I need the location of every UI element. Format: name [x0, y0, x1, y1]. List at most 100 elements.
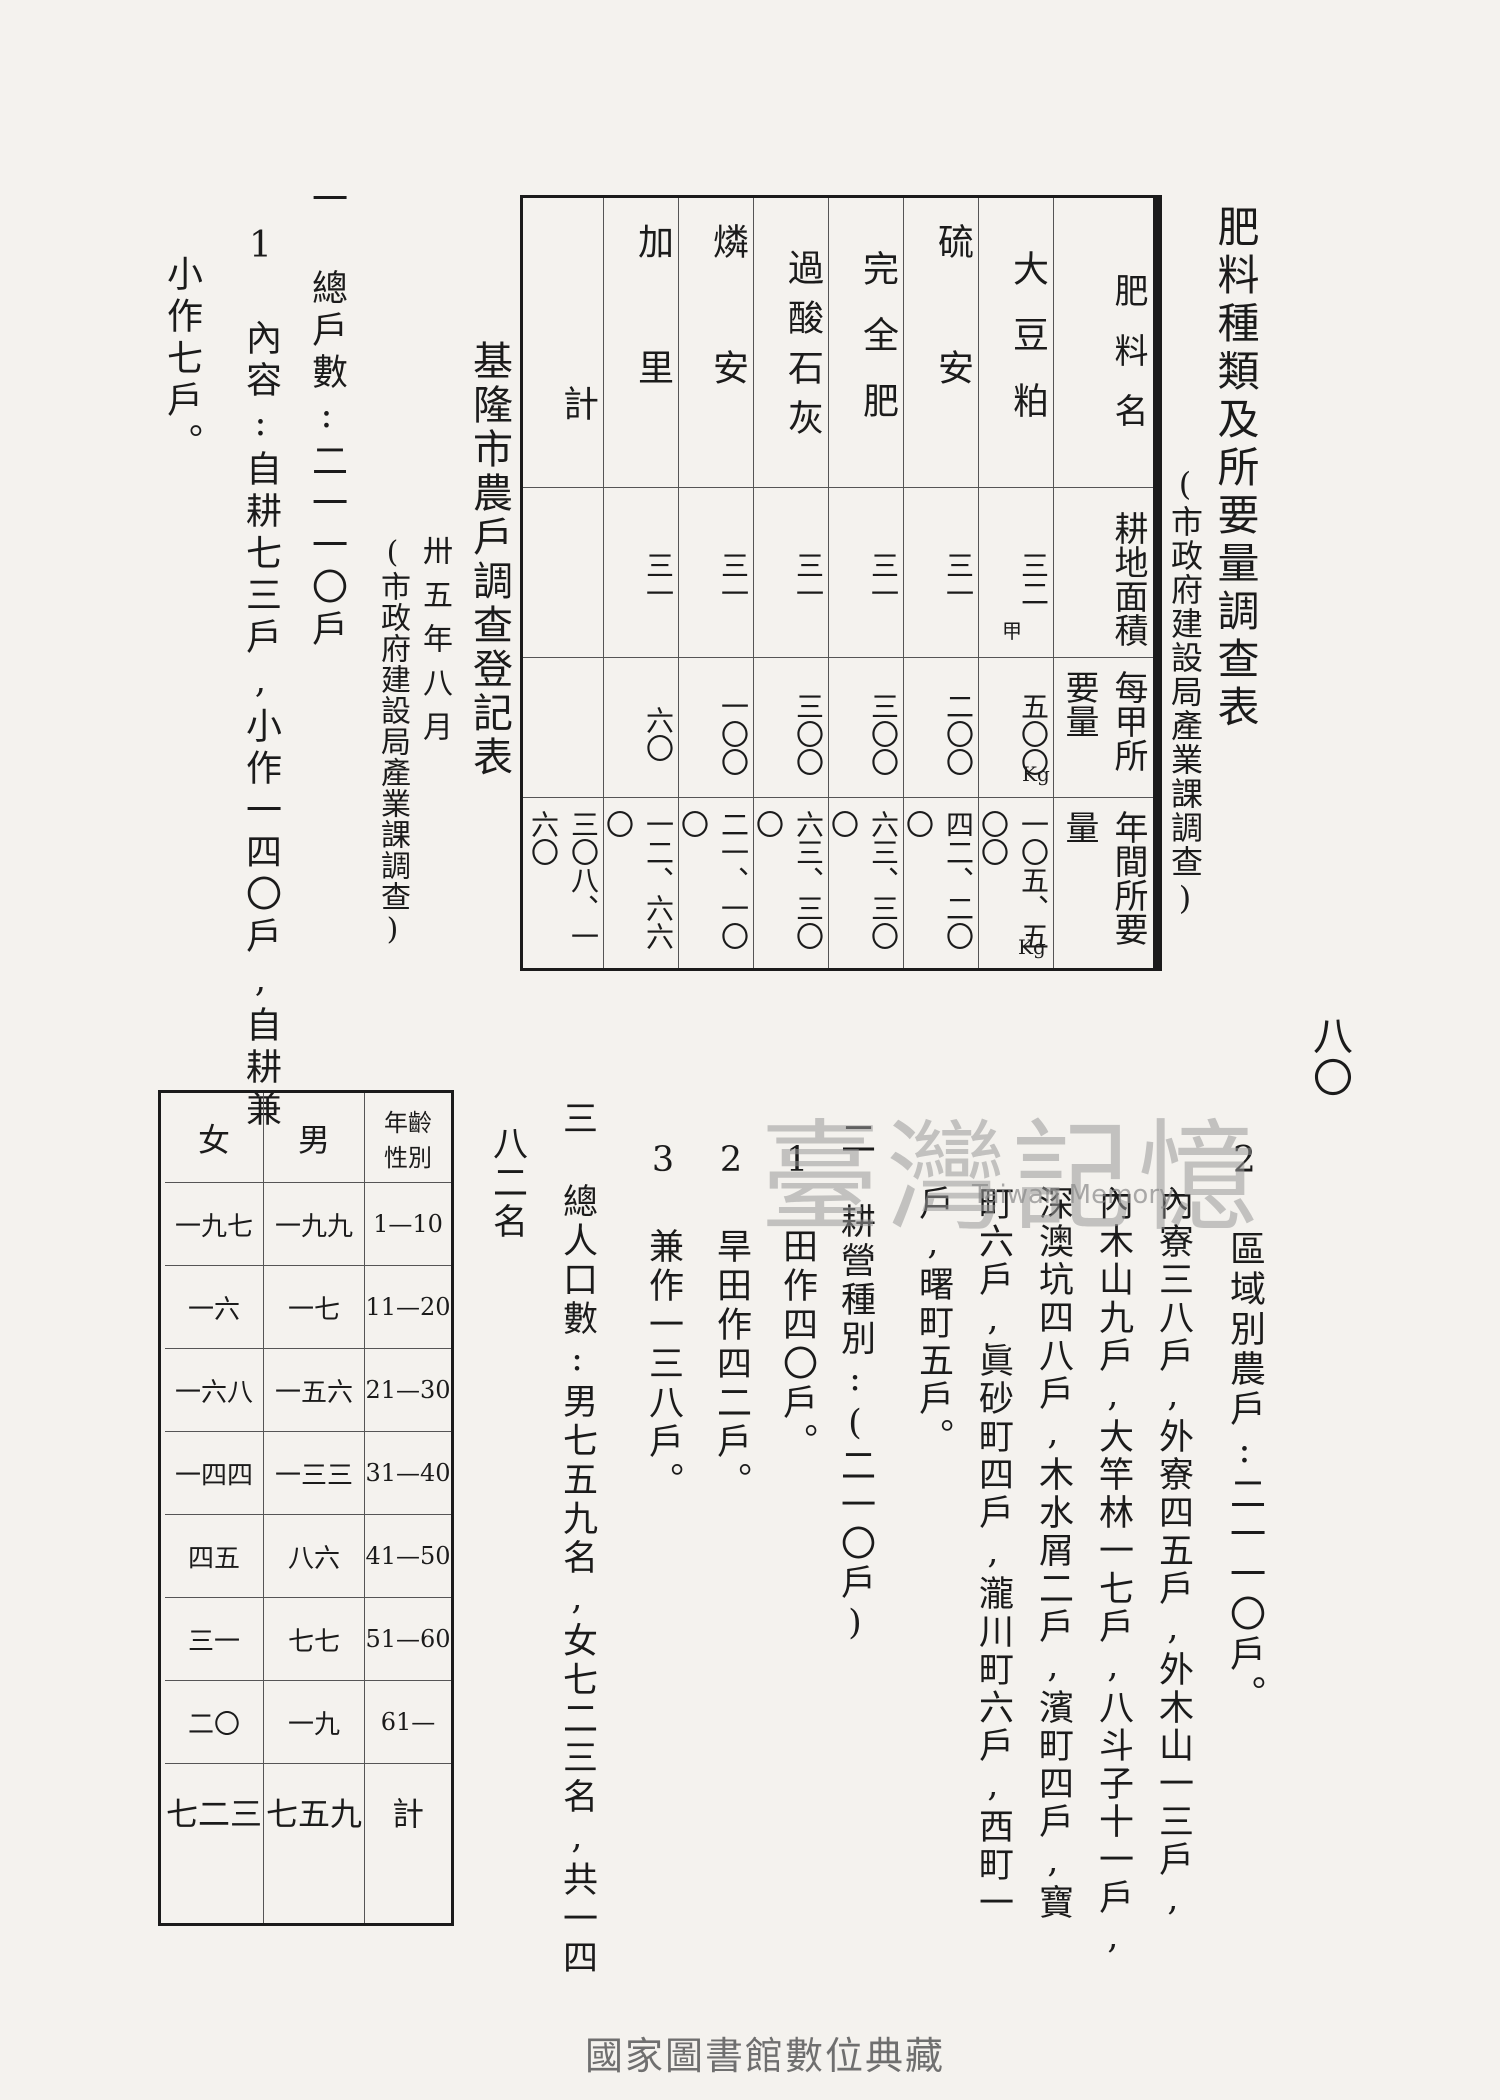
- age-cell: 七七: [264, 1598, 364, 1681]
- sex-label: 男: [264, 1093, 364, 1183]
- age-cell: 四五: [165, 1515, 263, 1598]
- age-group-label: 51—60: [365, 1598, 451, 1681]
- header-annual-requirement: 年間所要量: [1059, 810, 1148, 946]
- fertilizer-source: (市政府建設局產業課調查): [1166, 465, 1204, 919]
- fertilizer-title: 肥料種類及所要量調查表: [1211, 205, 1260, 733]
- section-2-1-paddy: 1 田作四〇戶。: [777, 1140, 817, 1462]
- fertilizer-row: 加里 三一 六〇 一二、六六〇: [602, 198, 678, 968]
- fertilizer-name: 大豆粕: [979, 198, 1053, 488]
- sex-label: 女: [165, 1093, 263, 1183]
- fertilizer-table: 肥料名 耕地面積 每甲所要量 年間所要量 大豆粕 三二 五〇〇 一〇五、五〇〇 …: [520, 195, 1156, 971]
- fertilizer-area: 三一: [904, 488, 978, 658]
- age-cell: 一六八: [165, 1349, 263, 1432]
- age-cell: 一三三: [264, 1432, 364, 1515]
- age-row-total: 七二三: [165, 1794, 262, 1833]
- fertilizer-per-jia: 六〇: [604, 658, 678, 798]
- fertilizer-annual: 一二、六六〇: [602, 810, 675, 950]
- fertilizer-total-label: 計: [523, 198, 603, 488]
- age-cell: 一九七: [165, 1183, 263, 1266]
- section-1-1-content-continued: 小作七戶。: [161, 255, 202, 465]
- age-corner-age: 年齡: [384, 1108, 432, 1137]
- fertilizer-per-jia: 二〇〇: [904, 658, 978, 798]
- fertilizer-area: [523, 488, 603, 658]
- fertilizer-total-annual: 三〇八、一六〇: [527, 810, 600, 950]
- unit-area: 甲: [1002, 619, 1022, 643]
- fertilizer-row: 大豆粕 三二 五〇〇 一〇五、五〇〇: [977, 198, 1053, 968]
- fertilizer-per-jia: 一〇〇: [679, 658, 753, 798]
- section-1-2-line-b: 內木山九戶,大竿林一七戶,八斗子十一戶,: [1093, 1185, 1133, 1960]
- age-group-label: 41—50: [365, 1515, 451, 1598]
- age-cell: 一六: [165, 1266, 263, 1349]
- age-row-total: 七五九: [265, 1794, 362, 1833]
- fertilizer-annual: 四二、二〇〇: [902, 810, 975, 950]
- fertilizer-row: 完全肥 三一 三〇〇 六三、三〇〇: [827, 198, 903, 968]
- section-2-3-mixed: 3 兼作一三八戶。: [643, 1140, 683, 1501]
- age-group-label: 61—: [365, 1681, 451, 1764]
- age-corner-sex: 性別: [384, 1143, 432, 1172]
- fertilizer-name: 硫安: [904, 198, 978, 488]
- fertilizer-name: 加里: [604, 198, 678, 488]
- header-per-jia: 每甲所要量: [1054, 658, 1153, 798]
- fertilizer-name: 過酸石灰: [754, 198, 828, 488]
- section-1-2-regional: 2 區域別農戶:二一一〇戶。: [1224, 1140, 1265, 1715]
- age-cell: 二〇: [165, 1681, 263, 1764]
- age-cell: 一七: [264, 1266, 364, 1349]
- page-number: 八〇: [1306, 1015, 1352, 1099]
- fertilizer-annual: 六三、三〇〇: [827, 810, 900, 950]
- fertilizer-total-row: 計 三〇八、一六〇: [523, 198, 603, 968]
- watermark-subtitle: Taiwan Memory: [972, 1180, 1175, 1210]
- age-corner: 年齡 性別: [365, 1093, 451, 1183]
- watermark-logo: 臺灣記憶: [760, 1109, 1264, 1248]
- age-cell: 三一: [165, 1598, 263, 1681]
- age-group-label: 21—30: [365, 1349, 451, 1432]
- section-1-2-line-c: 深澳坑四八戶,木水屑二戶,濱町四戶,寶: [1033, 1185, 1073, 1922]
- fertilizer-name: 完全肥: [829, 198, 903, 488]
- fertilizer-annual: 六三、三〇〇: [752, 810, 825, 950]
- section-1-1-content: 1 內容:自耕七三戶,小作一四〇戶,自耕兼: [240, 225, 281, 1132]
- age-group-label: 11—20: [365, 1266, 451, 1349]
- section-2-2-dry-field: 2 旱田作四二戶。: [711, 1140, 751, 1501]
- age-header-column: 年齡 性別 1—10 11—20 21—30 31—40 41—50 51—60…: [364, 1093, 451, 1923]
- section-2-farming-type: 二 耕營種別:(二一〇戶): [835, 1120, 875, 1647]
- farm-survey-title: 基隆市農戶調查登記表: [466, 340, 512, 780]
- age-cell: 八六: [264, 1515, 364, 1598]
- header-cultivated-area: 耕地面積: [1054, 488, 1153, 658]
- age-cell: 一九: [264, 1681, 364, 1764]
- section-1-2-line-a: 內寮三八戶,外寮四五戶,外木山一三戶,: [1153, 1185, 1193, 1922]
- age-cell: 一四四: [165, 1432, 263, 1515]
- age-cell: 一五六: [264, 1349, 364, 1432]
- fertilizer-row: 硫安 三一 二〇〇 四二、二〇〇: [902, 198, 978, 968]
- age-cell: 一九九: [264, 1183, 364, 1266]
- age-group-label: 31—40: [365, 1432, 451, 1515]
- farm-survey-source: (市政府建設局產業課調查): [375, 535, 410, 948]
- unit-annual: Kg: [1018, 935, 1046, 959]
- unit-per-jia: Kg: [1022, 762, 1050, 786]
- fertilizer-per-jia: 三〇〇: [829, 658, 903, 798]
- fertilizer-area: 三二: [979, 488, 1053, 658]
- fertilizer-annual: 一〇五、五〇〇: [977, 810, 1050, 950]
- fertilizer-area: 三一: [679, 488, 753, 658]
- fertilizer-per-jia: 三〇〇: [754, 658, 828, 798]
- fertilizer-header-column: 肥料名 耕地面積 每甲所要量 年間所要量: [1053, 198, 1153, 968]
- fertilizer-row: 燐安 三一 一〇〇 二一、一〇〇: [677, 198, 753, 968]
- age-total-label: 計: [391, 1794, 424, 1833]
- section-1-total-households: 一 總戶數:二一一〇戶: [306, 180, 347, 652]
- fertilizer-row: 過酸石灰 三一 三〇〇 六三、三〇〇: [752, 198, 828, 968]
- fertilizer-name: 燐安: [679, 198, 753, 488]
- section-3-population: 三 總人口數:男七五九名,女七二三名,共一四: [557, 1100, 597, 1978]
- fertilizer-area: 三一: [829, 488, 903, 658]
- section-3-population-continued: 八二名: [487, 1125, 527, 1242]
- section-1-2-line-e: 戶,曙町五戶。: [913, 1185, 953, 1456]
- fertilizer-area: 三一: [754, 488, 828, 658]
- age-row-male: 男 一九九 一七 一五六 一三三 八六 七七 一九 七五九: [263, 1093, 364, 1923]
- fertilizer-per-jia: 五〇〇: [979, 658, 1053, 798]
- age-population-table: 年齡 性別 1—10 11—20 21—30 31—40 41—50 51—60…: [158, 1090, 454, 1926]
- farm-survey-date: 卅五年八月: [417, 535, 452, 755]
- section-1-2-line-d: 町六戶,眞砂町四戶,瀧川町六戶,西町一: [973, 1185, 1013, 1922]
- age-row-female: 女 一九七 一六 一六八 一四四 四五 三一 二〇 七二三: [165, 1093, 263, 1923]
- library-footer: 國家圖書館數位典藏: [585, 2034, 946, 2078]
- fertilizer-area: 三一: [604, 488, 678, 658]
- header-fertilizer-name: 肥料名: [1054, 198, 1153, 488]
- fertilizer-annual: 二一、一〇〇: [677, 810, 750, 950]
- fertilizer-per-jia: [523, 658, 603, 798]
